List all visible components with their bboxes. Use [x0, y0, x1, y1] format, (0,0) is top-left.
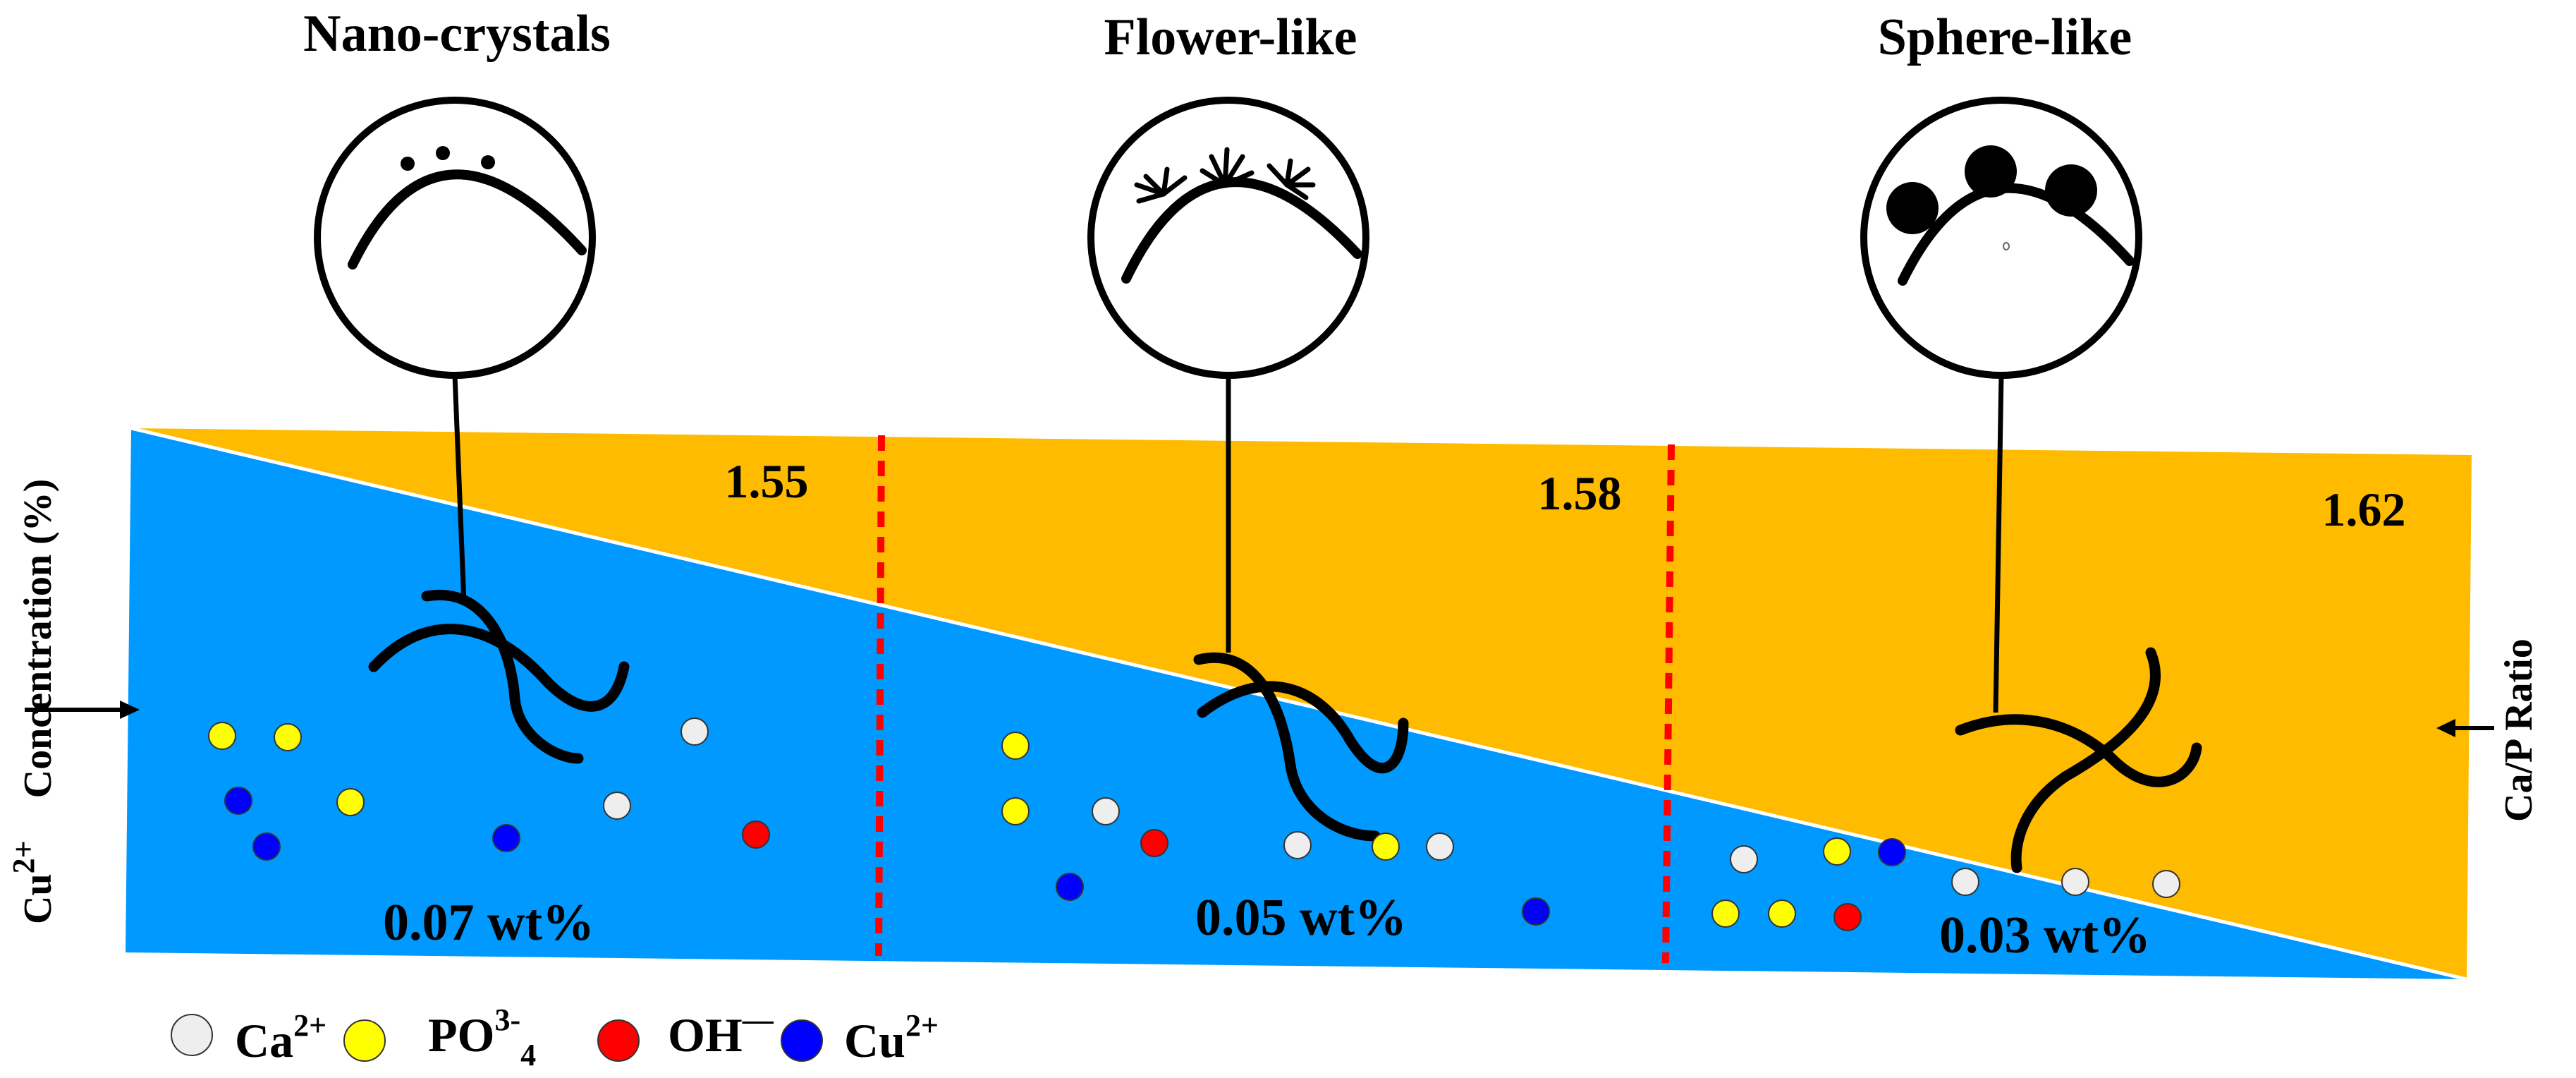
legend: Ca2+ PO3-4 OH— Cu2+ — [171, 1003, 939, 1072]
divider-2 — [1662, 444, 1675, 964]
cu-prefix-sup: 2+ — [6, 840, 41, 873]
connector-3 — [1993, 375, 2004, 713]
right-arrow — [2436, 719, 2494, 737]
concentration-label: Concentration (%) — [16, 479, 60, 799]
ratio-nano-crystals: 1.55 — [725, 454, 809, 508]
ca-p-ratio-axis-label: Ca/P Ratio — [2497, 638, 2541, 822]
legend-po4-label: PO3-4 — [428, 1003, 536, 1072]
po4-ions — [208, 722, 1851, 928]
legend-cu-label: Cu2+ — [844, 1008, 939, 1067]
cu-wt-nano-crystals: 0.07 wt% — [383, 894, 594, 952]
fiber-bundle-3 — [1955, 647, 2202, 873]
fiber-bundle-1 — [368, 589, 630, 764]
ca-ions — [603, 717, 2180, 898]
nano-crystals-zoom — [314, 97, 596, 379]
cu-wt-flower-like: 0.05 wt% — [1195, 889, 1407, 947]
divider-1 — [875, 435, 885, 957]
legend-cu-swatch — [781, 1019, 823, 1062]
legend-po4-swatch — [343, 1019, 386, 1062]
title-nano-crystals: Nano-crystals — [303, 5, 611, 63]
legend-oh-swatch — [597, 1019, 640, 1062]
legend-ca-label: Ca2+ — [235, 1008, 326, 1067]
ratio-sphere-like: 1.62 — [2322, 483, 2406, 536]
fiber-bundle-2 — [1193, 652, 1409, 842]
ratio-flower-like: 1.58 — [1538, 466, 1622, 520]
cu-ions — [224, 787, 1906, 926]
cu-wt-sphere-like: 0.03 wt% — [1939, 907, 2151, 964]
left-arrow — [25, 701, 140, 719]
connector-1 — [452, 375, 467, 604]
cu-concentration-axis-label: Cu2+ Concentration (%) — [6, 479, 60, 924]
legend-oh-label: OH— — [668, 1003, 774, 1062]
sphere-like-zoom — [1860, 97, 2142, 379]
flower-like-zoom — [1087, 97, 1369, 379]
cu-prefix: Cu — [16, 873, 60, 924]
legend-ca-swatch — [171, 1014, 213, 1056]
svg-text:Cu2+Concentration (%): Cu2+ Concentration (%) — [6, 479, 60, 924]
svg-text:Ca/P Ratio: Ca/P Ratio — [2497, 638, 2541, 822]
title-sphere-like: Sphere-like — [1878, 8, 2132, 66]
title-flower-like: Flower-like — [1104, 8, 1357, 66]
oh-ions — [742, 820, 1862, 931]
